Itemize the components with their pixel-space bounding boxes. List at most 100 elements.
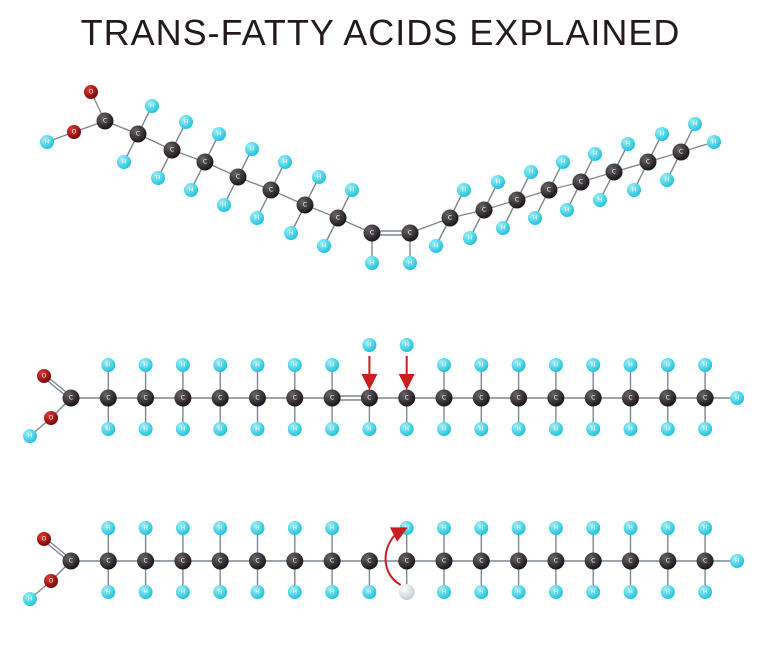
svg-text:C: C — [479, 395, 483, 402]
svg-text:H: H — [442, 426, 447, 433]
svg-text:C: C — [554, 395, 558, 402]
svg-text:C: C — [479, 558, 483, 565]
carbon-atom: C — [286, 389, 304, 407]
hydrogen-atom: H — [474, 585, 489, 599]
svg-text:H: H — [591, 362, 596, 369]
svg-text:C: C — [679, 149, 683, 156]
svg-text:C: C — [303, 202, 307, 209]
hydrogen-atom: H — [730, 554, 745, 568]
svg-text:C: C — [367, 558, 371, 565]
hydrogen-atom: H — [437, 422, 451, 436]
svg-text:H: H — [404, 525, 409, 532]
svg-text:H: H — [143, 362, 148, 369]
svg-text:H: H — [367, 589, 372, 596]
hydrogen-atom: H — [698, 358, 713, 372]
hydrogen-atom: H — [429, 239, 443, 253]
hydrogen-atom: H — [213, 422, 228, 436]
hydrogen-atom: H — [245, 142, 259, 156]
carbon-atom: C — [329, 209, 347, 227]
hydrogen-atom: H — [698, 521, 713, 535]
svg-text:C: C — [703, 395, 707, 402]
carbon-atom: C — [398, 389, 416, 407]
svg-text:H: H — [666, 362, 671, 369]
svg-text:C: C — [591, 558, 595, 565]
hydrogen-atom: H — [325, 422, 340, 436]
svg-text:H: H — [106, 362, 111, 369]
svg-text:H: H — [330, 525, 335, 532]
hydrogen-atom: H — [184, 183, 198, 197]
svg-text:H: H — [442, 362, 447, 369]
hydrogen-atom: H — [660, 173, 674, 187]
svg-text:H: H — [350, 187, 355, 194]
hydrogen-atom: H — [623, 521, 638, 535]
svg-text:C: C — [269, 187, 273, 194]
carbon-atom: C — [622, 552, 639, 570]
carbon-atom: C — [62, 389, 80, 407]
hydrogen-atom: H — [362, 585, 377, 599]
carbon-atom: C — [584, 552, 602, 570]
hydrogen-atom: H — [474, 521, 489, 535]
added-hydrogen-atom: H — [362, 338, 377, 352]
carbon-atom: C — [249, 552, 266, 570]
svg-text:O: O — [72, 129, 77, 136]
svg-text:H: H — [712, 139, 717, 146]
carbon-atom: C — [99, 389, 117, 407]
carbon-atom: C — [286, 552, 304, 570]
hydrogen-atom: H — [365, 256, 379, 270]
carbon-atom: C — [435, 389, 453, 407]
carbon-atom: C — [639, 153, 657, 171]
svg-text:C: C — [69, 558, 73, 565]
svg-text:H: H — [554, 362, 559, 369]
hydrogen-atom: H — [548, 422, 563, 436]
carbon-atom: C — [249, 389, 266, 407]
svg-text:H: H — [628, 525, 633, 532]
svg-text:H: H — [255, 589, 260, 596]
svg-text:H: H — [591, 525, 596, 532]
hydrogen-atom: H — [403, 256, 417, 270]
hydrogen-atom: H — [325, 521, 340, 535]
carbon-atom: C — [211, 389, 229, 407]
carbon-atom: C — [163, 141, 181, 159]
carbon-atom: C — [696, 389, 714, 407]
hydrogen-atom: H — [175, 521, 190, 535]
svg-text:C: C — [448, 215, 452, 222]
svg-text:H: H — [598, 197, 603, 204]
carbon-atom: C — [540, 181, 558, 199]
hydrogen-atom: H — [660, 521, 675, 535]
svg-text:O: O — [42, 373, 47, 380]
svg-text:H: H — [45, 139, 50, 146]
svg-text:H: H — [442, 589, 447, 596]
svg-text:H: H — [293, 426, 298, 433]
hydrogen-atom: H — [101, 358, 116, 372]
hydrogen-atom: H — [437, 585, 451, 599]
hydrogen-atom: H — [586, 422, 601, 436]
carbon-atom: C — [401, 224, 419, 242]
oxygen-atom: O — [44, 411, 58, 425]
svg-text:H: H — [218, 362, 223, 369]
hydrogen-atom: H — [23, 429, 37, 443]
svg-text:H: H — [516, 525, 521, 532]
carbon-atom: C — [137, 552, 155, 570]
hydrogen-atom: H — [698, 422, 713, 436]
carbon-atom: C — [129, 125, 147, 143]
hydrogen-atom: H — [437, 521, 451, 535]
carbon-atom: C — [572, 173, 590, 191]
hydrogen-atom: H — [212, 127, 226, 141]
hydrogen-atom: H — [250, 585, 265, 599]
svg-text:C: C — [236, 174, 240, 181]
svg-text:H: H — [533, 215, 538, 222]
svg-text:O: O — [89, 89, 94, 96]
svg-text:H: H — [217, 131, 222, 138]
svg-text:H: H — [468, 235, 473, 242]
svg-text:C: C — [579, 179, 583, 186]
svg-text:H: H — [632, 187, 637, 194]
hydrogen-atom: H — [213, 358, 228, 372]
svg-text:H: H — [250, 146, 255, 153]
hydrogen-atom: H — [627, 183, 641, 197]
hydrogen-atom: H — [474, 422, 489, 436]
hydrogen-atom: H — [287, 521, 302, 535]
svg-text:C: C — [103, 118, 107, 125]
svg-text:H: H — [479, 362, 484, 369]
hydrogen-atom: H — [138, 585, 153, 599]
svg-text:H: H — [404, 426, 409, 433]
